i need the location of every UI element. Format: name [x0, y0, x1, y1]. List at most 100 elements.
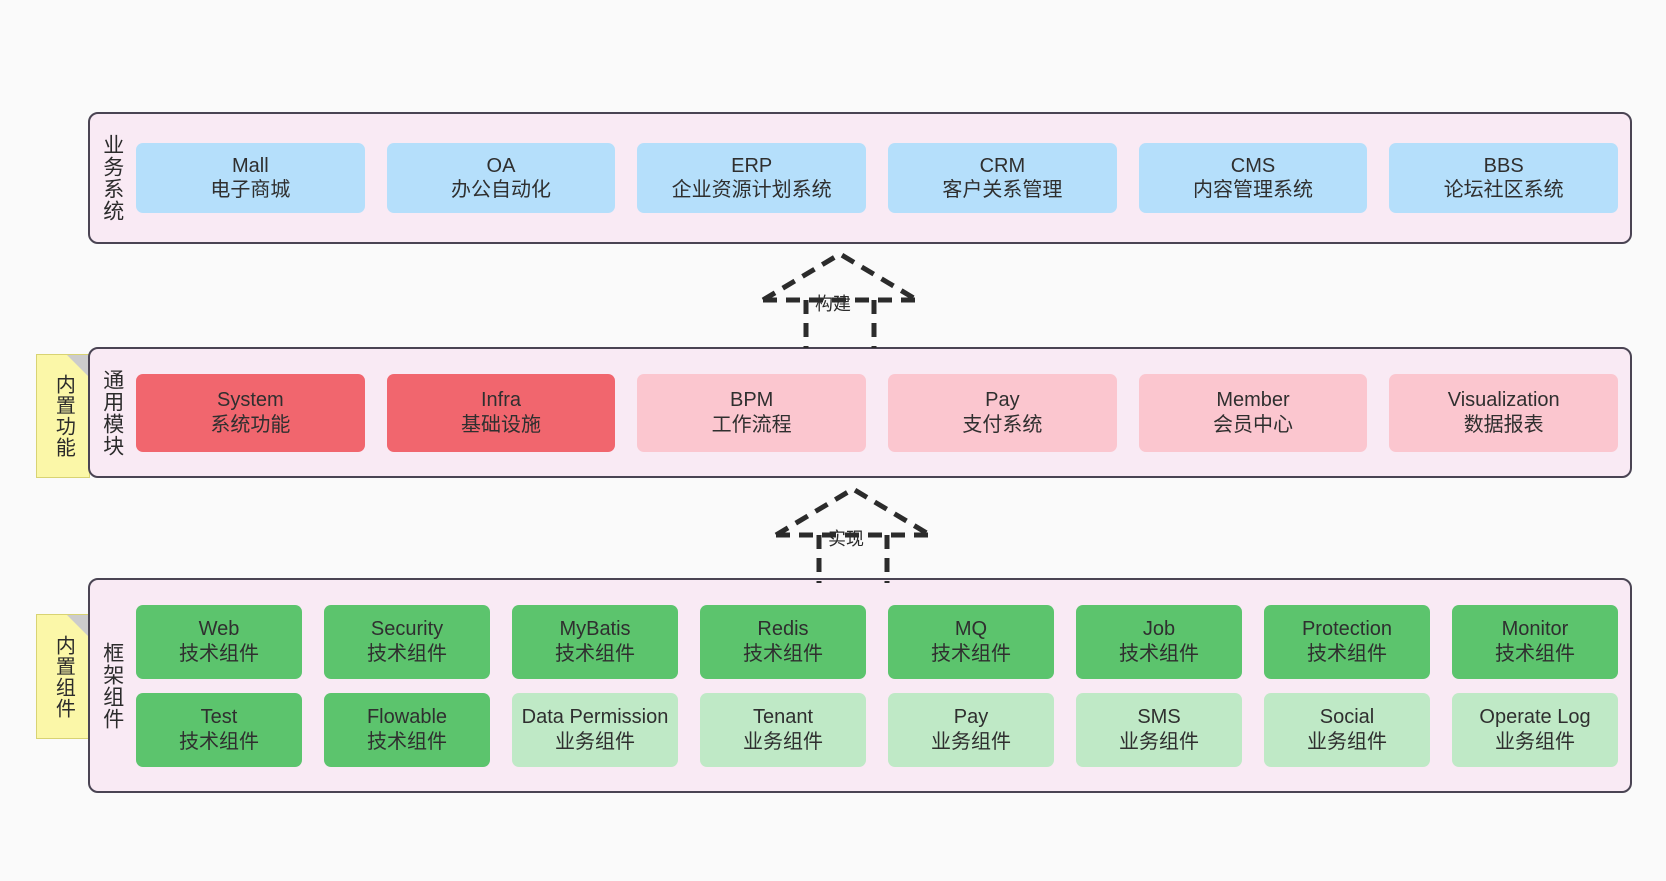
layer-framework-title: 框架组件	[100, 641, 124, 730]
card-mybatis-name: MyBatis	[559, 618, 631, 641]
card-sms[interactable]: SMS 业务组件	[1076, 692, 1242, 767]
card-web-sub: 技术组件	[179, 642, 259, 665]
card-oa-name: OA	[486, 154, 516, 177]
card-tenant-sub: 业务组件	[743, 730, 823, 753]
card-pay-module-name: Pay	[985, 389, 1020, 412]
layer-framework-row-tech: Web 技术组件 Security 技术组件 MyBatis 技术组件 Redi…	[136, 604, 1618, 679]
card-protection-name: Protection	[1301, 618, 1393, 641]
layer-business-body: Mall 电子商城 OA 办公自动化 ERP 企业资源计划系统 CRM 客户关系…	[134, 114, 1630, 242]
card-bbs-sub: 论坛社区系统	[1443, 179, 1564, 201]
card-mall[interactable]: Mall 电子商城	[136, 143, 365, 213]
card-social-name: Social	[1319, 706, 1375, 729]
card-data-permission-sub: 业务组件	[555, 730, 635, 753]
card-bpm-sub: 工作流程	[711, 413, 792, 436]
card-tenant[interactable]: Tenant 业务组件	[700, 692, 866, 767]
connector-implement-label: 实现	[828, 529, 864, 549]
card-flowable[interactable]: Flowable 技术组件	[324, 692, 490, 767]
note-builtin-features-label: 内置功能	[52, 374, 75, 458]
card-data-permission-name: Data Permission	[521, 706, 669, 729]
card-redis[interactable]: Redis 技术组件	[700, 604, 866, 679]
layer-framework-body: Web 技术组件 Security 技术组件 MyBatis 技术组件 Redi…	[134, 580, 1630, 791]
card-security[interactable]: Security 技术组件	[324, 604, 490, 679]
layer-business-system[interactable]: 业务系统 Mall 电子商城 OA 办公自动化 ERP 企业资源计划系统 CRM…	[88, 112, 1632, 244]
card-flowable-name: Flowable	[366, 706, 448, 729]
card-web-name: Web	[198, 618, 240, 641]
card-system-name: System	[216, 389, 284, 412]
card-visualization-sub: 数据报表	[1463, 413, 1544, 436]
card-operate-log[interactable]: Operate Log 业务组件	[1452, 692, 1618, 767]
card-monitor-name: Monitor	[1501, 618, 1569, 641]
note-builtin-components-label: 内置组件	[52, 634, 75, 719]
card-erp-sub: 企业资源计划系统	[671, 179, 832, 201]
note-builtin-features: 内置功能	[36, 354, 90, 478]
card-bbs-name: BBS	[1483, 154, 1524, 177]
card-system-sub: 系统功能	[210, 413, 291, 436]
layer-business-row: Mall 电子商城 OA 办公自动化 ERP 企业资源计划系统 CRM 客户关系…	[136, 143, 1619, 213]
card-pay-module-sub: 支付系统	[962, 413, 1043, 436]
card-visualization-name: Visualization	[1447, 389, 1560, 412]
card-pay-module[interactable]: Pay 支付系统	[888, 373, 1117, 452]
card-oa-sub: 办公自动化	[451, 179, 551, 201]
layer-business-title: 业务系统	[100, 134, 124, 222]
card-pay-component-sub: 业务组件	[931, 730, 1011, 753]
card-test-name: Test	[200, 706, 238, 729]
card-mq-sub: 技术组件	[931, 642, 1011, 665]
card-crm[interactable]: CRM 客户关系管理	[888, 143, 1117, 213]
card-operate-log-name: Operate Log	[1479, 706, 1591, 729]
note-fold-corner-icon	[67, 355, 89, 377]
card-bpm[interactable]: BPM 工作流程	[637, 373, 867, 452]
card-infra-name: Infra	[480, 389, 522, 412]
card-system[interactable]: System 系统功能	[136, 373, 365, 452]
card-pay-component[interactable]: Pay 业务组件	[888, 692, 1054, 767]
card-redis-sub: 技术组件	[743, 642, 823, 665]
card-data-permission[interactable]: Data Permission 业务组件	[512, 692, 678, 767]
layer-common-modules[interactable]: 通用模块 System 系统功能 Infra 基础设施 BPM 工作流程 Pay…	[88, 347, 1632, 478]
note-builtin-components: 内置组件	[36, 614, 90, 739]
card-security-sub: 技术组件	[367, 642, 447, 665]
card-security-name: Security	[370, 618, 444, 641]
card-mq[interactable]: MQ 技术组件	[888, 604, 1054, 679]
card-infra[interactable]: Infra 基础设施	[386, 373, 616, 452]
layer-common-title: 通用模块	[100, 368, 124, 457]
card-job-name: Job	[1142, 618, 1176, 641]
note-fold-corner-icon	[67, 615, 89, 637]
card-erp[interactable]: ERP 企业资源计划系统	[637, 143, 867, 213]
card-bpm-name: BPM	[730, 389, 774, 412]
card-erp-name: ERP	[731, 154, 773, 177]
connector-build-label: 构建	[815, 294, 851, 314]
card-monitor[interactable]: Monitor 技术组件	[1452, 604, 1618, 679]
card-social-sub: 业务组件	[1307, 730, 1387, 753]
card-web[interactable]: Web 技术组件	[136, 604, 302, 679]
card-mybatis[interactable]: MyBatis 技术组件	[512, 604, 678, 679]
card-mall-sub: 电子商城	[210, 179, 291, 201]
card-test-sub: 技术组件	[179, 730, 259, 753]
card-crm-name: CRM	[979, 154, 1026, 177]
card-bbs[interactable]: BBS 论坛社区系统	[1389, 143, 1619, 213]
card-crm-sub: 客户关系管理	[942, 179, 1063, 201]
card-protection[interactable]: Protection 技术组件	[1264, 604, 1430, 679]
card-job[interactable]: Job 技术组件	[1076, 604, 1242, 679]
card-pay-component-name: Pay	[953, 706, 989, 729]
card-test[interactable]: Test 技术组件	[136, 692, 302, 767]
card-oa[interactable]: OA 办公自动化	[386, 143, 616, 213]
layer-common-body: System 系统功能 Infra 基础设施 BPM 工作流程 Pay 支付系统…	[134, 349, 1630, 476]
card-social[interactable]: Social 业务组件	[1264, 692, 1430, 767]
card-sms-sub: 业务组件	[1119, 730, 1199, 753]
card-cms-sub: 内容管理系统	[1193, 179, 1314, 201]
card-mq-name: MQ	[954, 618, 988, 641]
card-mall-name: Mall	[232, 154, 269, 177]
layer-framework-row-business: Test 技术组件 Flowable 技术组件 Data Permission …	[136, 692, 1618, 767]
card-visualization[interactable]: Visualization 数据报表	[1389, 373, 1619, 452]
card-mybatis-sub: 技术组件	[555, 642, 635, 665]
layer-framework-components[interactable]: 框架组件 Web 技术组件 Security 技术组件 MyBatis 技术组件…	[88, 578, 1632, 793]
card-sms-name: SMS	[1137, 706, 1181, 729]
card-cms[interactable]: CMS 内容管理系统	[1138, 143, 1368, 213]
card-cms-name: CMS	[1230, 154, 1276, 177]
card-member-sub: 会员中心	[1213, 413, 1294, 436]
card-member[interactable]: Member 会员中心	[1138, 373, 1368, 452]
layer-common-row: System 系统功能 Infra 基础设施 BPM 工作流程 Pay 支付系统…	[136, 373, 1619, 452]
connector-implement: 实现	[768, 486, 938, 585]
card-tenant-name: Tenant	[752, 706, 814, 729]
card-redis-name: Redis	[757, 618, 809, 641]
